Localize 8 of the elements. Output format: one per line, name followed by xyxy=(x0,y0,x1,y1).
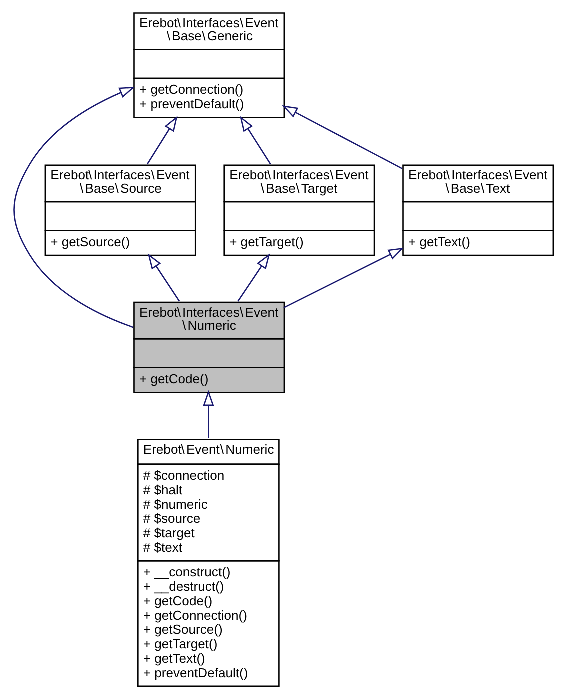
arrow xyxy=(14,87,136,328)
arrow xyxy=(148,254,180,302)
arrow xyxy=(203,390,214,438)
arrow xyxy=(284,248,404,309)
arrow xyxy=(146,116,178,165)
arrow xyxy=(238,254,270,302)
arrow xyxy=(282,106,403,170)
arrow xyxy=(240,116,272,165)
